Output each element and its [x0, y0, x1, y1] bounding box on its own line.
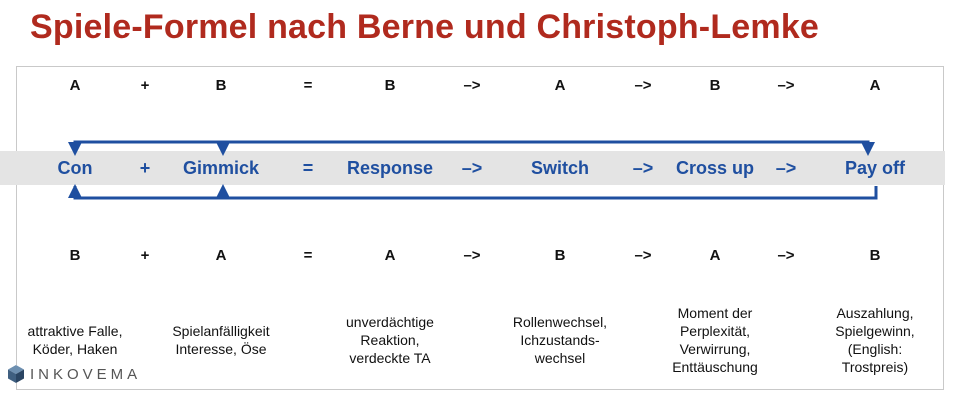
term-gimmick: Gimmick	[182, 158, 260, 178]
top-operator-plus: +	[140, 77, 150, 94]
top-arrow-3: –>	[777, 77, 795, 94]
top-term-1: A	[69, 77, 81, 94]
arrow-down-payoff	[861, 142, 875, 156]
top-arrow-1: –>	[463, 77, 481, 94]
cube-icon	[8, 365, 24, 383]
middle-arrow-3: –>	[775, 158, 797, 178]
bottom-arrow-1: –>	[463, 247, 481, 264]
middle-arrow-1: –>	[461, 158, 483, 178]
inkovema-logo: INKOVEMA	[8, 365, 146, 383]
bottom-term-1: B	[69, 247, 81, 264]
bottom-term-2: A	[215, 247, 227, 264]
bottom-arrow-2: –>	[634, 247, 652, 264]
description-pay-off: Auszahlung, Spielgewinn, (English: Trost…	[835, 305, 915, 375]
bottom-term-5: A	[709, 247, 721, 264]
middle-operator-equals: =	[302, 158, 314, 178]
bottom-term-4: B	[554, 247, 566, 264]
diagram-frame	[16, 66, 944, 390]
description-response: unverdächtige Reaktion, verdeckte TA	[346, 314, 434, 366]
arrow-up-con	[68, 184, 82, 198]
description-cross-up: Moment der Perplexität, Verwirrung, Entt…	[672, 305, 758, 375]
top-term-4: A	[554, 77, 566, 94]
bottom-term-3: A	[384, 247, 396, 264]
term-con: Con	[57, 158, 93, 178]
page-title: Spiele-Formel nach Berne und Christoph-L…	[30, 8, 820, 46]
top-term-5: B	[709, 77, 721, 94]
bottom-operator-equals: =	[303, 247, 313, 264]
term-cross-up: Cross up	[675, 158, 755, 178]
description-switch: Rollenwechsel, Ichzustands-wechsel	[512, 314, 608, 366]
bottom-term-6: B	[869, 247, 881, 264]
term-response: Response	[346, 158, 434, 178]
middle-arrow-2: –>	[632, 158, 654, 178]
middle-operator-plus: +	[139, 158, 151, 178]
logo-text: INKOVEMA	[30, 365, 142, 383]
upper-bracket	[73, 140, 870, 152]
top-term-3: B	[384, 77, 396, 94]
arrow-down-gimmick	[216, 142, 230, 156]
highlight-band	[0, 151, 945, 185]
top-arrow-2: –>	[634, 77, 652, 94]
bottom-arrow-3: –>	[777, 247, 795, 264]
top-term-2: B	[215, 77, 227, 94]
bottom-operator-plus: +	[140, 247, 150, 264]
arrow-down-con	[68, 142, 82, 156]
description-gimmick: Spielanfälligkeit Interesse, Öse	[172, 323, 270, 357]
term-switch: Switch	[530, 158, 590, 178]
top-operator-equals: =	[303, 77, 313, 94]
arrow-up-gimmick	[216, 184, 230, 198]
lower-bracket	[73, 186, 878, 200]
description-con: attraktive Falle, Köder, Haken	[27, 323, 123, 357]
top-term-6: A	[869, 77, 881, 94]
term-pay-off: Pay off	[844, 158, 906, 178]
